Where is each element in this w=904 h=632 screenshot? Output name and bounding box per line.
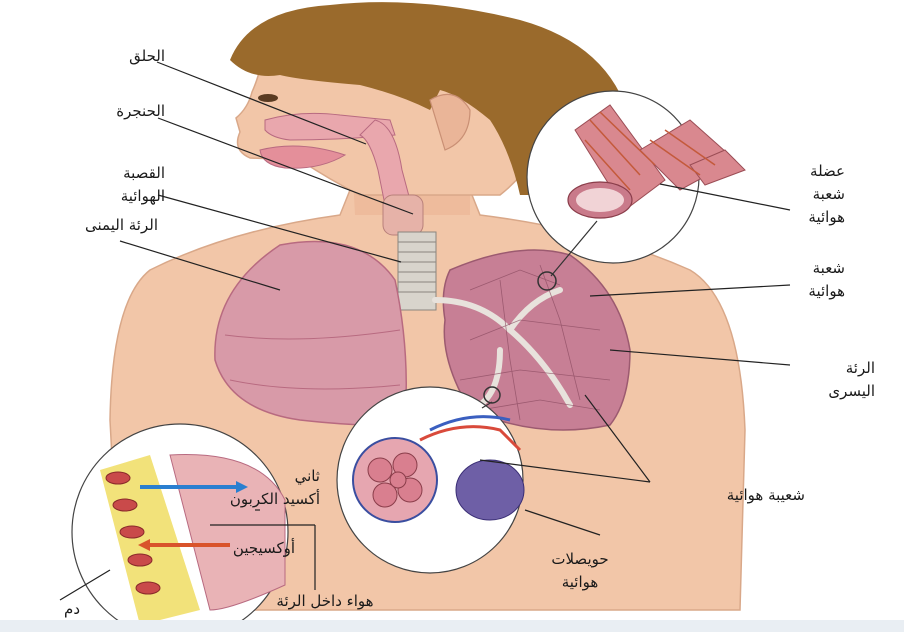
label-blood: دم (20, 598, 80, 620)
label-bronchus-muscle-line2: شعبة (765, 183, 845, 205)
inset-alveoli (337, 387, 524, 573)
label-air-in-lung: هواء داخل الرئة (230, 590, 420, 612)
label-oxygen: أوكسيجين (195, 537, 295, 559)
label-alveoli-line2: هوائية (525, 571, 635, 593)
label-bronchiole: شعيبة هوائية (650, 484, 805, 506)
label-bronchus-muscle-line1: عضلة (765, 160, 845, 182)
label-bronchus-line1: شعبة (765, 257, 845, 279)
label-trachea-line1: القصبة (60, 162, 165, 184)
label-throat: الحلق (60, 45, 165, 67)
label-co2-line1: ثاني (240, 465, 320, 487)
trachea-shape (398, 232, 436, 310)
label-trachea-line2: الهوائية (60, 185, 165, 207)
label-alveoli-line1: حويصلات (525, 548, 635, 570)
larynx-shape (383, 195, 423, 235)
label-left-lung-line1: الرئة (795, 357, 875, 379)
label-bronchus-muscle-line3: هوائية (765, 206, 845, 228)
label-left-lung-line2: اليسرى (795, 380, 875, 402)
bottom-caption-strip (0, 620, 904, 632)
label-co2-line2: أكسيد الكربون (185, 488, 320, 510)
label-larynx: الحنجرة (60, 100, 165, 122)
label-bronchus-line2: هوائية (765, 280, 845, 302)
label-right-lung: الرئة اليمنى (0, 214, 158, 236)
eye (258, 94, 278, 102)
